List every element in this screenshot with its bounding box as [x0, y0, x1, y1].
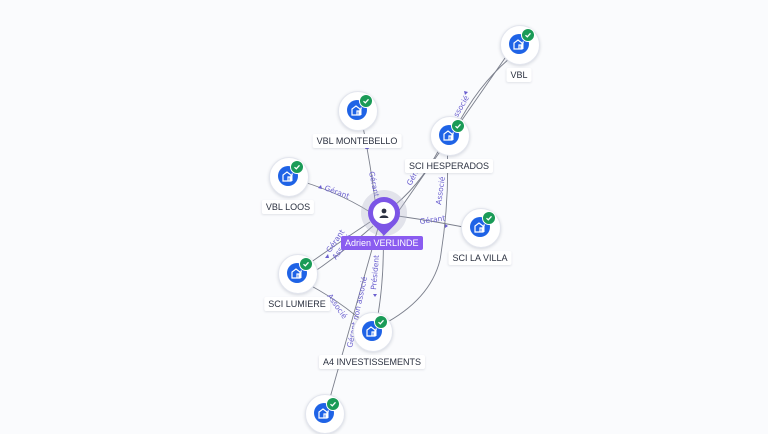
verified-check-icon — [521, 28, 535, 42]
arrow-la-villa — [445, 224, 448, 228]
edge-label-associe-a4-hesperados: Associé — [434, 176, 447, 206]
arrow-loos — [318, 185, 322, 189]
company-label: SCI HESPERADOS — [404, 159, 494, 173]
verified-check-icon — [290, 160, 304, 174]
edge-label-gerant-loos: Gérant — [323, 183, 350, 200]
verified-check-icon — [326, 397, 340, 411]
person-name-label: Adrien VERLINDE — [341, 236, 423, 250]
verified-check-icon — [299, 257, 313, 271]
verified-check-icon — [359, 94, 373, 108]
company-label: SCI LUMIERE — [264, 297, 330, 311]
edge-label-gerant-la-villa: Gérant — [419, 213, 446, 226]
edge-a4-hesperados — [381, 141, 449, 326]
verified-check-icon — [451, 119, 465, 133]
company-label: SCI LA VILLA — [448, 251, 512, 265]
arrow-a4 — [373, 294, 377, 297]
verified-check-icon — [482, 211, 496, 225]
edge-label-president-a4: Président — [369, 254, 381, 290]
company-label: VBL MONTEBELLO — [312, 134, 402, 148]
arrow-lumiere — [325, 254, 329, 258]
company-label: VBL — [506, 68, 532, 82]
arrow-vbl — [464, 91, 468, 95]
company-label: A4 INVESTISSEMENTS — [318, 355, 426, 369]
person-icon — [373, 202, 395, 224]
company-label: VBL LOOS — [261, 200, 315, 214]
verified-check-icon — [374, 315, 388, 329]
